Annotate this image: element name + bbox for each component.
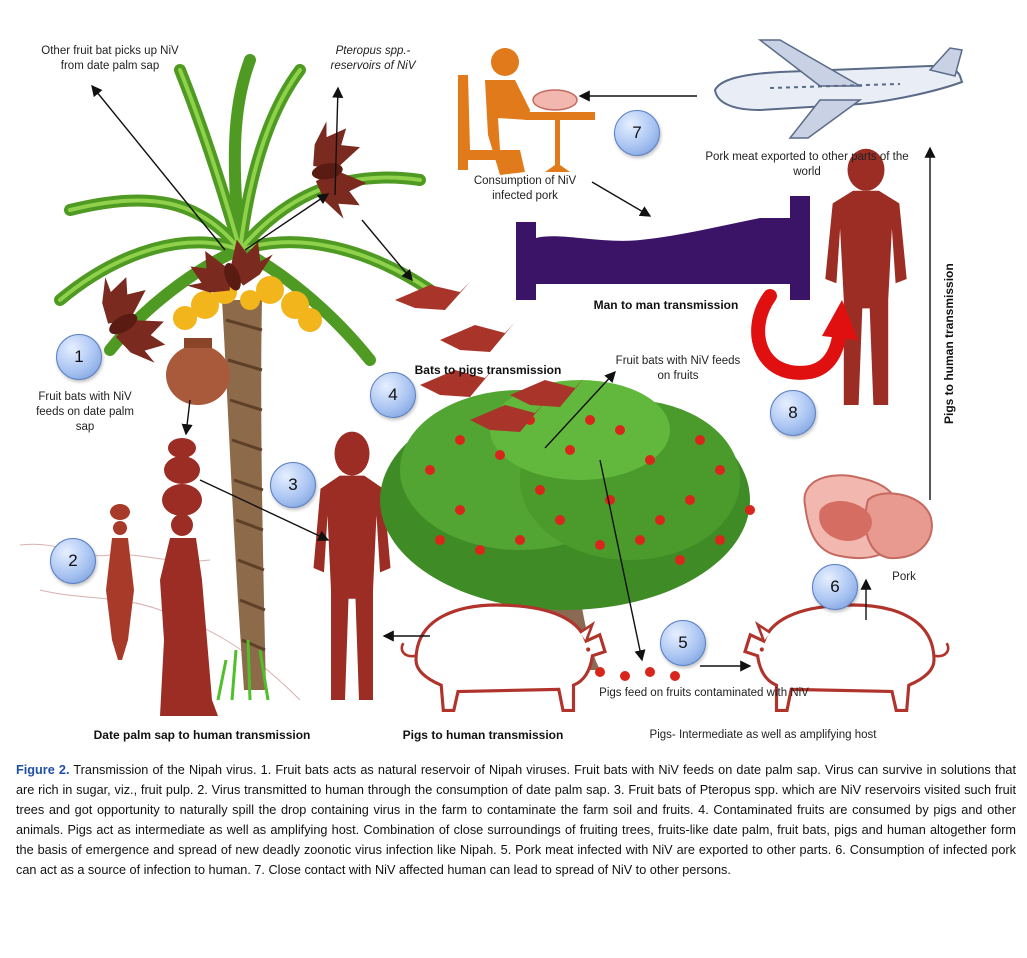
label-pigs-to-human: Pigs to human transmission bbox=[402, 728, 564, 742]
pork-meat-icon bbox=[803, 474, 933, 560]
step-8-badge: 8 bbox=[770, 390, 816, 436]
woman-with-pot-icon bbox=[106, 504, 134, 660]
label-pork-exported: Pork meat exported to other parts of the… bbox=[705, 151, 909, 178]
label-pigs-to-human-vertical: Pigs to human transmission bbox=[942, 263, 956, 424]
airplane-icon bbox=[713, 39, 964, 139]
label-bats-to-pigs: Bats to pigs transmission bbox=[414, 363, 562, 377]
man-silhouette-icon bbox=[825, 148, 907, 406]
label-fruit-bats-sap: Fruit bats with NiV feeds on date palm s… bbox=[36, 391, 134, 433]
pot-icon bbox=[166, 338, 230, 405]
apple-tree-icon bbox=[380, 380, 755, 681]
step-7-badge: 7 bbox=[614, 110, 660, 156]
label-pigs-feed: Pigs feed on fruits contaminated with Ni… bbox=[599, 687, 809, 699]
figure-caption: Figure 2. Transmission of the Nipah viru… bbox=[16, 760, 1016, 880]
step-3-badge: 3 bbox=[270, 462, 316, 508]
man-silhouette-icon bbox=[313, 431, 391, 700]
step-4-badge: 4 bbox=[370, 372, 416, 418]
label-fruit-bats-fruits: Fruit bats with NiV feeds on fruits bbox=[615, 355, 741, 382]
step-6-badge: 6 bbox=[812, 564, 858, 610]
diagram-art bbox=[19, 39, 964, 716]
label-consumption-pork: Consumption of NiV infected pork bbox=[473, 175, 577, 202]
nipah-diagram: Other fruit bat picks up NiV from date p… bbox=[19, 39, 964, 742]
label-other-bat: Other fruit bat picks up NiV from date p… bbox=[41, 45, 179, 72]
label-date-palm-transmission: Date palm sap to human transmission bbox=[93, 728, 311, 742]
bat-icon bbox=[303, 116, 372, 223]
label-pigs-host: Pigs- Intermediate as well as amplifying… bbox=[649, 729, 877, 741]
bed-icon bbox=[516, 196, 810, 300]
curved-arrow-icon bbox=[751, 289, 858, 380]
label-pteropus: Pteropus spp.- reservoirs of NiV bbox=[330, 45, 416, 72]
label-pork: Pork bbox=[892, 571, 916, 583]
figure-label: Figure 2. bbox=[16, 763, 70, 777]
woman-with-pot-icon bbox=[160, 438, 218, 716]
label-man-to-man: Man to man transmission bbox=[593, 298, 739, 312]
step-5-badge: 5 bbox=[660, 620, 706, 666]
step-1-badge: 1 bbox=[56, 334, 102, 380]
step-2-badge: 2 bbox=[50, 538, 96, 584]
person-eating-icon bbox=[458, 48, 595, 175]
caption-text: Transmission of the Nipah virus. 1. Frui… bbox=[16, 763, 1017, 878]
bat-icon bbox=[395, 282, 585, 432]
